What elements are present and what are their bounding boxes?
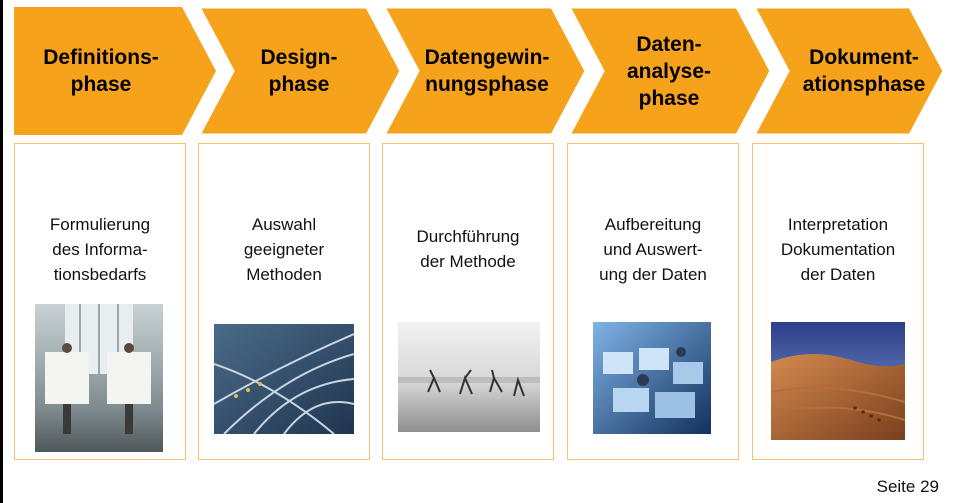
phase-title: Design- phase	[260, 46, 338, 96]
phase-chevron-datenanalyse: Daten- analyse- phase	[569, 7, 771, 135]
step-description: Aufbereitung und Auswert- ung der Daten	[599, 214, 707, 284]
phase-chevron-datengewinnung: Datengewin- nungsphase	[384, 7, 586, 135]
phase-flow: Definitions- phase Design- phase Datenge…	[14, 7, 944, 135]
desert-dunes-with-footprints-image	[771, 322, 905, 440]
two-people-holding-blank-sheets-image	[35, 304, 163, 452]
step-box-dokumentation: Interpretation Dokumentation der Daten	[752, 143, 924, 460]
step-box-datenanalyse: Aufbereitung und Auswert- ung der Daten	[567, 143, 739, 460]
phase-title: Daten- analyse- phase	[626, 32, 712, 110]
phase-chevron-design: Design- phase	[199, 7, 401, 135]
traders-at-computer-screens-image	[593, 322, 711, 434]
phase-title: Dokument- ationsphase	[802, 46, 926, 96]
left-frame-line	[0, 0, 3, 503]
railway-tracks-switches-image	[214, 324, 354, 434]
step-description: Interpretation Dokumentation der Daten	[780, 214, 896, 284]
phase-chevron-definition: Definitions- phase	[14, 7, 216, 135]
step-box-datengewinnung: Durchführung der Methode	[382, 143, 554, 460]
step-description: Durchführung der Methode	[416, 227, 520, 271]
step-description: Auswahl geeigneter Methoden	[243, 214, 325, 284]
phase-title: Datengewin- nungsphase	[424, 46, 550, 96]
step-box-design: Auswahl geeigneter Methoden	[198, 143, 370, 460]
phase-chevron-dokumentation: Dokument- ationsphase	[754, 7, 944, 135]
phase-title: Definitions- phase	[43, 46, 159, 96]
step-box-definition: Formulierung des Informa- tionsbedarfs	[14, 143, 186, 460]
page-number: Seite 29	[876, 477, 939, 496]
people-doing-cartwheels-on-beach-image	[398, 322, 540, 432]
step-description: Formulierung des Informa- tionsbedarfs	[49, 214, 151, 284]
